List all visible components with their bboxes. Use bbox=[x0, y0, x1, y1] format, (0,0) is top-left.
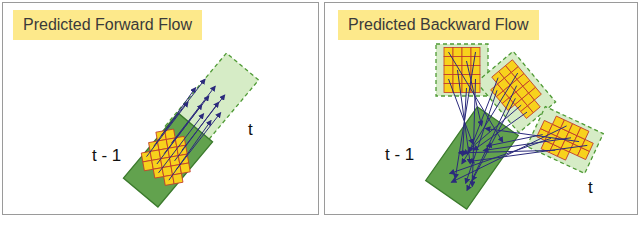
pixel-cell bbox=[444, 66, 453, 75]
flow-vector bbox=[154, 88, 196, 147]
pixel-cell bbox=[173, 173, 183, 183]
panel-title: Predicted Forward Flow bbox=[23, 15, 192, 35]
pixel-cell bbox=[453, 48, 462, 57]
pixel-cell bbox=[453, 75, 462, 84]
pixel-cell bbox=[529, 87, 542, 100]
panel-title: Predicted Backward Flow bbox=[348, 15, 529, 35]
pixel-cell bbox=[462, 48, 471, 57]
flow-vector bbox=[451, 126, 566, 182]
pixel-cell bbox=[528, 100, 541, 113]
frame-label: t - 1 bbox=[92, 146, 121, 166]
flow-vector bbox=[147, 102, 189, 157]
flow-vector bbox=[455, 52, 475, 179]
flow-vector bbox=[467, 86, 517, 191]
flow-vector bbox=[449, 79, 473, 144]
frame-label: t bbox=[248, 120, 253, 140]
flow-vector bbox=[483, 138, 571, 151]
frame-label: t bbox=[588, 178, 593, 198]
flow-vector bbox=[462, 88, 466, 156]
flow-vector bbox=[485, 129, 579, 142]
title-box: Predicted Forward Flow bbox=[13, 10, 202, 40]
pixel-cell bbox=[577, 127, 589, 139]
pixel-grid bbox=[138, 128, 192, 189]
pixel-grid bbox=[485, 60, 547, 125]
frame-t-region bbox=[165, 53, 258, 153]
flow-vector bbox=[175, 102, 219, 161]
flow-vector bbox=[473, 112, 527, 150]
flow-vector bbox=[469, 78, 498, 152]
frame-t-region bbox=[436, 44, 488, 96]
pixel-cell bbox=[471, 57, 480, 66]
flow-vector bbox=[469, 145, 587, 161]
flow-vector bbox=[450, 138, 551, 173]
flow-vector bbox=[458, 70, 471, 164]
title-box: Predicted Backward Flow bbox=[338, 10, 539, 40]
flow-vector bbox=[472, 98, 515, 180]
frame-t-minus-1-region bbox=[426, 107, 519, 209]
frame-label: t - 1 bbox=[385, 145, 414, 165]
pixel-cell bbox=[180, 163, 190, 173]
flow-vector bbox=[169, 121, 211, 181]
